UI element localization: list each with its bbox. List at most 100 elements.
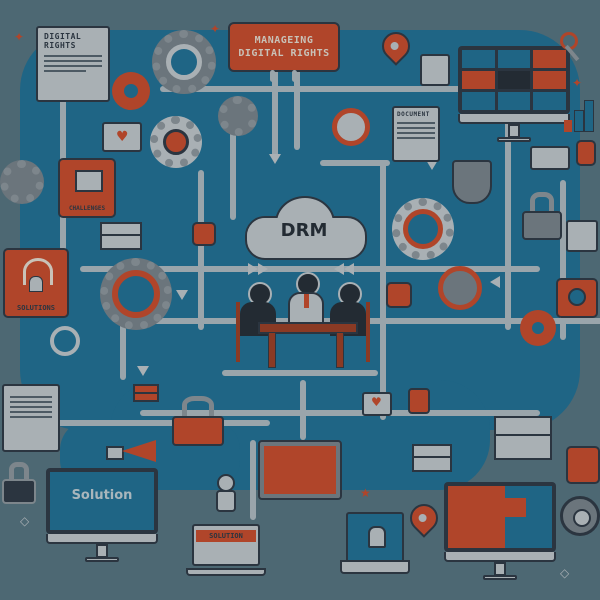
target-icon <box>332 108 370 146</box>
dashboard-screen <box>462 50 566 110</box>
gear-icon <box>218 96 258 136</box>
connector-pipe <box>250 440 256 520</box>
user-laptop <box>340 512 410 574</box>
padlock-icon <box>408 388 430 414</box>
sparkle-icon: ★ <box>360 486 371 500</box>
sign-post <box>270 70 275 82</box>
solution-screen: Solution <box>50 472 154 530</box>
document-file <box>420 54 450 86</box>
connector-pipe <box>230 120 236 220</box>
arrow-left-icon <box>490 276 500 288</box>
connector-pipe <box>198 170 204 330</box>
chair <box>366 302 370 362</box>
drm-cloud: DRM <box>245 196 367 260</box>
connector-pipe <box>320 160 390 166</box>
document-file <box>2 384 60 452</box>
document-title: DIGITAL RIGHTS <box>44 32 82 50</box>
meeting-table <box>258 322 358 334</box>
document-title: DOCUMENT <box>397 111 430 118</box>
gear-icon <box>152 30 216 94</box>
sparkle-icon: ◇ <box>560 566 570 580</box>
solutions-label: SOLUTIONS <box>17 304 55 312</box>
shield-icon <box>452 160 492 204</box>
arrow-down-icon <box>269 154 281 164</box>
connector-pipe <box>272 60 278 160</box>
connector-pipe <box>160 86 520 92</box>
chair <box>236 302 240 362</box>
bar-chart-icon <box>562 96 594 132</box>
solutions-box: SOLUTIONS <box>3 248 69 318</box>
arrow-down-icon <box>426 160 438 170</box>
lock-badge-icon <box>192 222 216 246</box>
arrow-left-icon <box>344 263 354 275</box>
digital-rights-document: DIGITAL RIGHTS <box>36 26 110 102</box>
user-icon <box>368 526 386 548</box>
title-sign: MANAGEING DIGITAL RIGHTS <box>228 22 340 72</box>
dashboard-monitor <box>458 46 570 142</box>
gear-icon <box>112 72 150 110</box>
padlock-icon <box>172 396 224 446</box>
gear-icon <box>520 310 556 346</box>
sparkle-icon: ✦ <box>14 30 25 44</box>
challenges-box: CHALLENGES <box>58 158 116 218</box>
plug-icon <box>566 446 600 484</box>
camera-icon <box>556 278 598 318</box>
sparkle-icon: ✦ <box>210 22 221 36</box>
connector-pipe <box>380 160 386 420</box>
envelope-icon <box>100 222 142 250</box>
connector-pipe <box>140 410 540 416</box>
heart-card-icon: ♥ <box>362 392 392 416</box>
padlock-icon <box>522 192 562 240</box>
disc-icon <box>560 496 600 536</box>
analytics-monitor <box>444 482 556 580</box>
padlock-icon <box>2 462 36 504</box>
table-leg <box>268 332 276 368</box>
connector-pipe <box>560 180 566 340</box>
text-line <box>44 55 102 57</box>
arrow-right-icon <box>248 263 258 275</box>
solution-label: Solution <box>71 488 133 503</box>
envelope-icon <box>412 444 452 472</box>
solution-tag: SOLUTION <box>196 530 256 542</box>
connector-pipe <box>80 266 540 272</box>
arrow-right-icon <box>258 263 268 275</box>
sign-post <box>292 70 297 82</box>
solution-monitor: Solution <box>46 468 158 562</box>
card-icon <box>530 146 570 170</box>
house-icon <box>75 170 103 192</box>
arrow-down-icon <box>137 366 149 376</box>
person-figure-icon <box>214 474 236 516</box>
text-line <box>44 65 102 67</box>
sparkle-icon: ✦ <box>572 76 583 90</box>
connector-pipe <box>30 420 270 426</box>
heart-card-icon: ♥ <box>102 122 142 152</box>
drm-label: DRM <box>280 220 328 241</box>
megaphone-icon <box>106 440 156 462</box>
connector-pipe <box>300 380 306 440</box>
connector-pipe <box>505 100 511 330</box>
table-leg <box>336 332 344 368</box>
envelope-icon <box>494 416 552 460</box>
envelope-icon <box>133 384 159 402</box>
user-icon <box>29 276 43 292</box>
sparkle-icon: ◇ <box>20 514 30 528</box>
wifi-user-icon <box>23 258 53 285</box>
location-pin-icon <box>404 498 444 538</box>
gear-icon <box>392 198 454 260</box>
lock-badge-icon <box>386 282 412 308</box>
gear-icon <box>100 258 172 330</box>
connector-pipe <box>294 60 300 150</box>
key-icon <box>560 32 584 62</box>
tie <box>304 294 309 308</box>
solution-laptop: SOLUTION <box>186 524 266 576</box>
title-line-2: DIGITAL RIGHTS <box>238 48 330 59</box>
title-line-1: MANAGEING <box>254 35 314 46</box>
document-file <box>566 220 598 252</box>
text-line <box>44 70 86 72</box>
floor-platform <box>222 370 378 376</box>
arrow-down-icon <box>176 290 188 300</box>
magnifier-icon <box>438 266 482 310</box>
magnifier-icon <box>50 326 80 356</box>
connector-pipe <box>150 318 600 324</box>
text-line <box>44 60 102 62</box>
